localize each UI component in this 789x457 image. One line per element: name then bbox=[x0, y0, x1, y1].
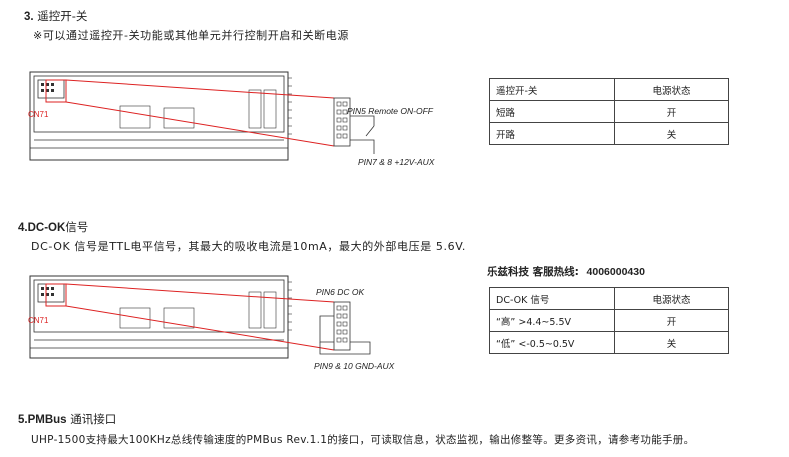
remote-onoff-table: 遥控开-关 电源状态 短路 开 开路 关 bbox=[489, 78, 729, 145]
section4-description: DC-OK 信号是TTL电平信号，其最大的吸收电流是10mA，最大的外部电压是 … bbox=[31, 240, 466, 253]
table-cell: 开 bbox=[614, 309, 729, 332]
section3-heading: 3. 遥控开-关 bbox=[24, 9, 88, 23]
table-cell: “高” >4.4~5.5V bbox=[489, 309, 615, 332]
table-header-row: 遥控开-关 电源状态 bbox=[489, 78, 729, 101]
cn71-label-4: CN71 bbox=[28, 316, 49, 325]
table-cell: “低” <-0.5~0.5V bbox=[489, 331, 615, 354]
table-header: DC-OK 信号 bbox=[489, 287, 615, 310]
hotline: 乐兹科技 客服热线: 4006000430 bbox=[487, 266, 645, 278]
table-header: 遥控开-关 bbox=[489, 78, 615, 101]
dc-ok-table: DC-OK 信号 电源状态 “高” >4.4~5.5V 开 “低” <-0.5~… bbox=[489, 287, 729, 354]
cn71-label-3: CN71 bbox=[28, 110, 49, 119]
table-row: 开路 关 bbox=[489, 122, 729, 145]
table-row: “高” >4.4~5.5V 开 bbox=[489, 309, 729, 332]
table-header-row: DC-OK 信号 电源状态 bbox=[489, 287, 729, 310]
section5-heading: 5.PMBus 通讯接口 bbox=[18, 412, 117, 426]
dc-ok-diagram bbox=[29, 275, 371, 359]
section5-description: UHP-1500支持最大100KHz总线传输速度的PMBus Rev.1.1的接… bbox=[31, 434, 695, 446]
table-cell: 开路 bbox=[489, 122, 615, 145]
pin-label-gnd: PIN9 & 10 GND-AUX bbox=[314, 361, 395, 371]
section4-heading: 4.DC-OK信号 bbox=[18, 220, 89, 234]
section3-description: ※可以通过遥控开-关功能或其他单元并行控制开启和关断电源 bbox=[33, 29, 349, 42]
pin-label-aux: PIN7 & 8 +12V-AUX bbox=[358, 157, 435, 167]
table-header: 电源状态 bbox=[614, 287, 729, 310]
pin-label-remote: PIN5 Remote ON-OFF bbox=[347, 106, 433, 116]
table-cell: 开 bbox=[614, 100, 729, 123]
pin-label-dcok: PIN6 DC OK bbox=[316, 287, 365, 297]
table-row: “低” <-0.5~0.5V 关 bbox=[489, 331, 729, 354]
table-header: 电源状态 bbox=[614, 78, 729, 101]
table-cell: 关 bbox=[614, 122, 729, 145]
remote-onoff-diagram bbox=[29, 71, 375, 161]
table-row: 短路 开 bbox=[489, 100, 729, 123]
table-cell: 关 bbox=[614, 331, 729, 354]
table-cell: 短路 bbox=[489, 100, 615, 123]
